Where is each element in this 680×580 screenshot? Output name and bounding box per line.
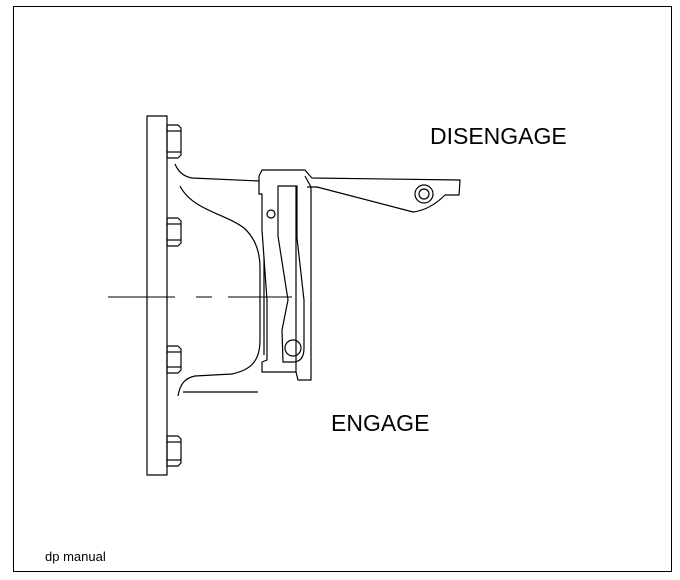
release-lever-arm [258,169,461,213]
fork-lever [277,185,305,363]
flange-bolt-upper-mid [166,217,182,247]
page-border [13,6,672,572]
bell-housing [174,163,265,397]
flange-bolt-lower-mid [166,345,182,374]
disengage-label: DISENGAGE [430,123,567,149]
flange-bolt-top [166,124,182,159]
footer-text: dp manual [45,549,106,564]
mounting-flange [146,115,168,476]
flange-bolt-bottom [166,435,182,467]
engage-label: ENGAGE [331,410,430,436]
